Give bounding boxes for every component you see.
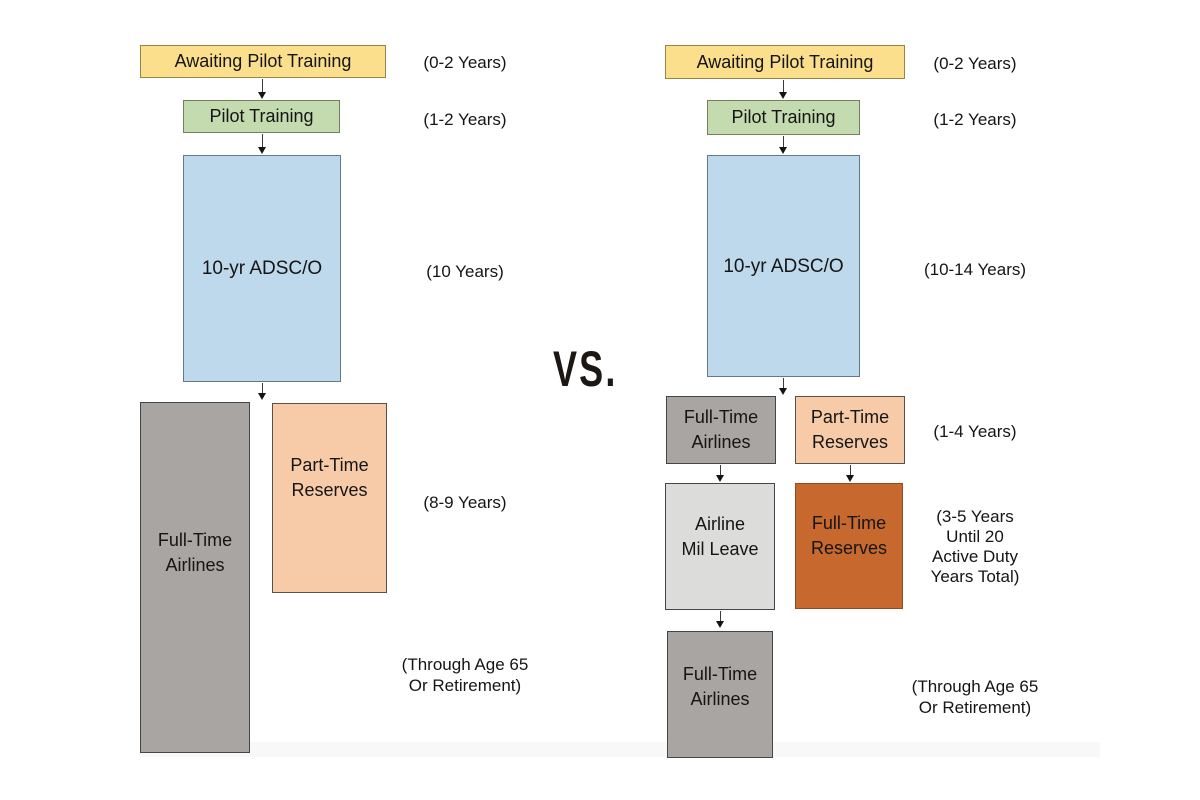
right-box-10yr-adsc: 10-yr ADSC/O — [707, 155, 860, 377]
left-duration-airlines: (Through Age 65 Or Retirement) — [401, 655, 529, 695]
right-box-pilot-training: Pilot Training — [707, 100, 860, 135]
down-arrow-icon — [779, 378, 787, 395]
down-arrow-icon — [258, 134, 266, 154]
down-arrow-icon — [716, 465, 724, 482]
left-box-10yr-adsc: 10-yr ADSC/O — [183, 155, 341, 382]
left-box-full-time-airlines: Full-Time Airlines — [140, 402, 250, 753]
down-arrow-icon — [846, 465, 854, 482]
right-duration-airlines: (Through Age 65 Or Retirement) — [911, 677, 1039, 717]
right-duration-awaiting: (0-2 Years) — [933, 54, 1017, 73]
left-duration-adsc: (10 Years) — [426, 262, 504, 281]
right-box-awaiting-pilot-training: Awaiting Pilot Training — [665, 45, 905, 79]
right-duration-pilot-training: (1-2 Years) — [933, 110, 1017, 129]
right-box-part-time-reserves: Part-Time Reserves — [795, 396, 905, 464]
left-duration-awaiting: (0-2 Years) — [423, 53, 507, 72]
left-duration-reserves: (8-9 Years) — [423, 493, 507, 512]
slide-edge-band — [140, 742, 1100, 757]
vs-divider-label: VS. — [553, 341, 618, 397]
down-arrow-icon — [258, 79, 266, 99]
down-arrow-icon — [716, 611, 724, 628]
left-box-awaiting-pilot-training: Awaiting Pilot Training — [140, 45, 386, 78]
right-duration-reserves: (3-5 Years Until 20 Active Duty Years To… — [930, 507, 1020, 586]
down-arrow-icon — [779, 80, 787, 99]
right-box-airline-mil-leave: Airline Mil Leave — [665, 483, 775, 610]
right-box-full-time-airlines-1: Full-Time Airlines — [666, 396, 776, 464]
down-arrow-icon — [779, 136, 787, 154]
left-box-pilot-training: Pilot Training — [183, 100, 340, 133]
right-box-full-time-reserves: Full-Time Reserves — [795, 483, 903, 609]
left-duration-pilot-training: (1-2 Years) — [423, 110, 507, 129]
left-box-part-time-reserves: Part-Time Reserves — [272, 403, 387, 593]
down-arrow-icon — [258, 383, 266, 400]
right-duration-adsc: (10-14 Years) — [923, 260, 1027, 279]
right-duration-split: (1-4 Years) — [933, 422, 1017, 441]
right-box-full-time-airlines-2: Full-Time Airlines — [667, 631, 773, 758]
